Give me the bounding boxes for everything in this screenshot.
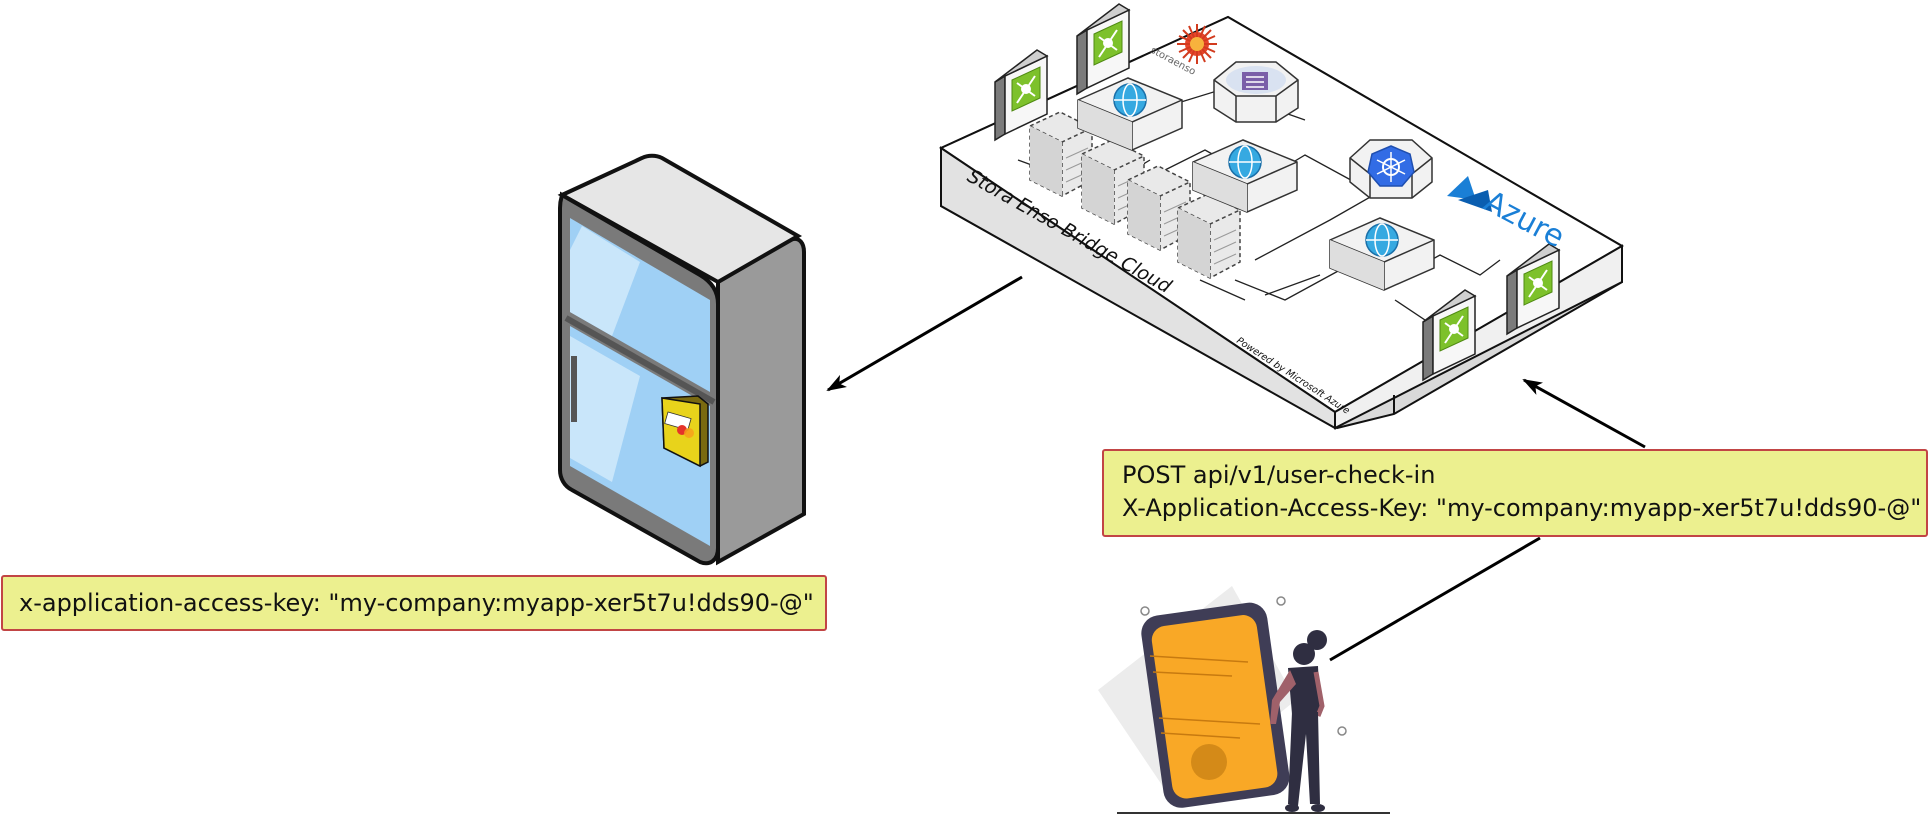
payment-terminal-icon: [661, 395, 709, 468]
database-icon: [1213, 61, 1299, 123]
device-header-note: x-application-access-key: "my-company:my…: [1, 575, 827, 631]
phone-icon: [1098, 586, 1390, 814]
kubernetes-icon: [1349, 139, 1433, 199]
device-header-text: x-application-access-key: "my-company:my…: [19, 589, 814, 617]
request-line-text: POST api/v1/user-check-in: [1122, 461, 1436, 489]
request-note: POST api/v1/user-check-in X-Application-…: [1102, 449, 1928, 537]
arrow-cloud-to-fridge: [826, 275, 1023, 392]
person-icon: [1270, 630, 1327, 812]
fridge-icon: [557, 153, 806, 566]
request-header-text: X-Application-Access-Key: "my-company:my…: [1122, 494, 1922, 522]
arrow-request-to-cloud: [1522, 378, 1646, 449]
line-person-to-request: [1329, 536, 1541, 662]
